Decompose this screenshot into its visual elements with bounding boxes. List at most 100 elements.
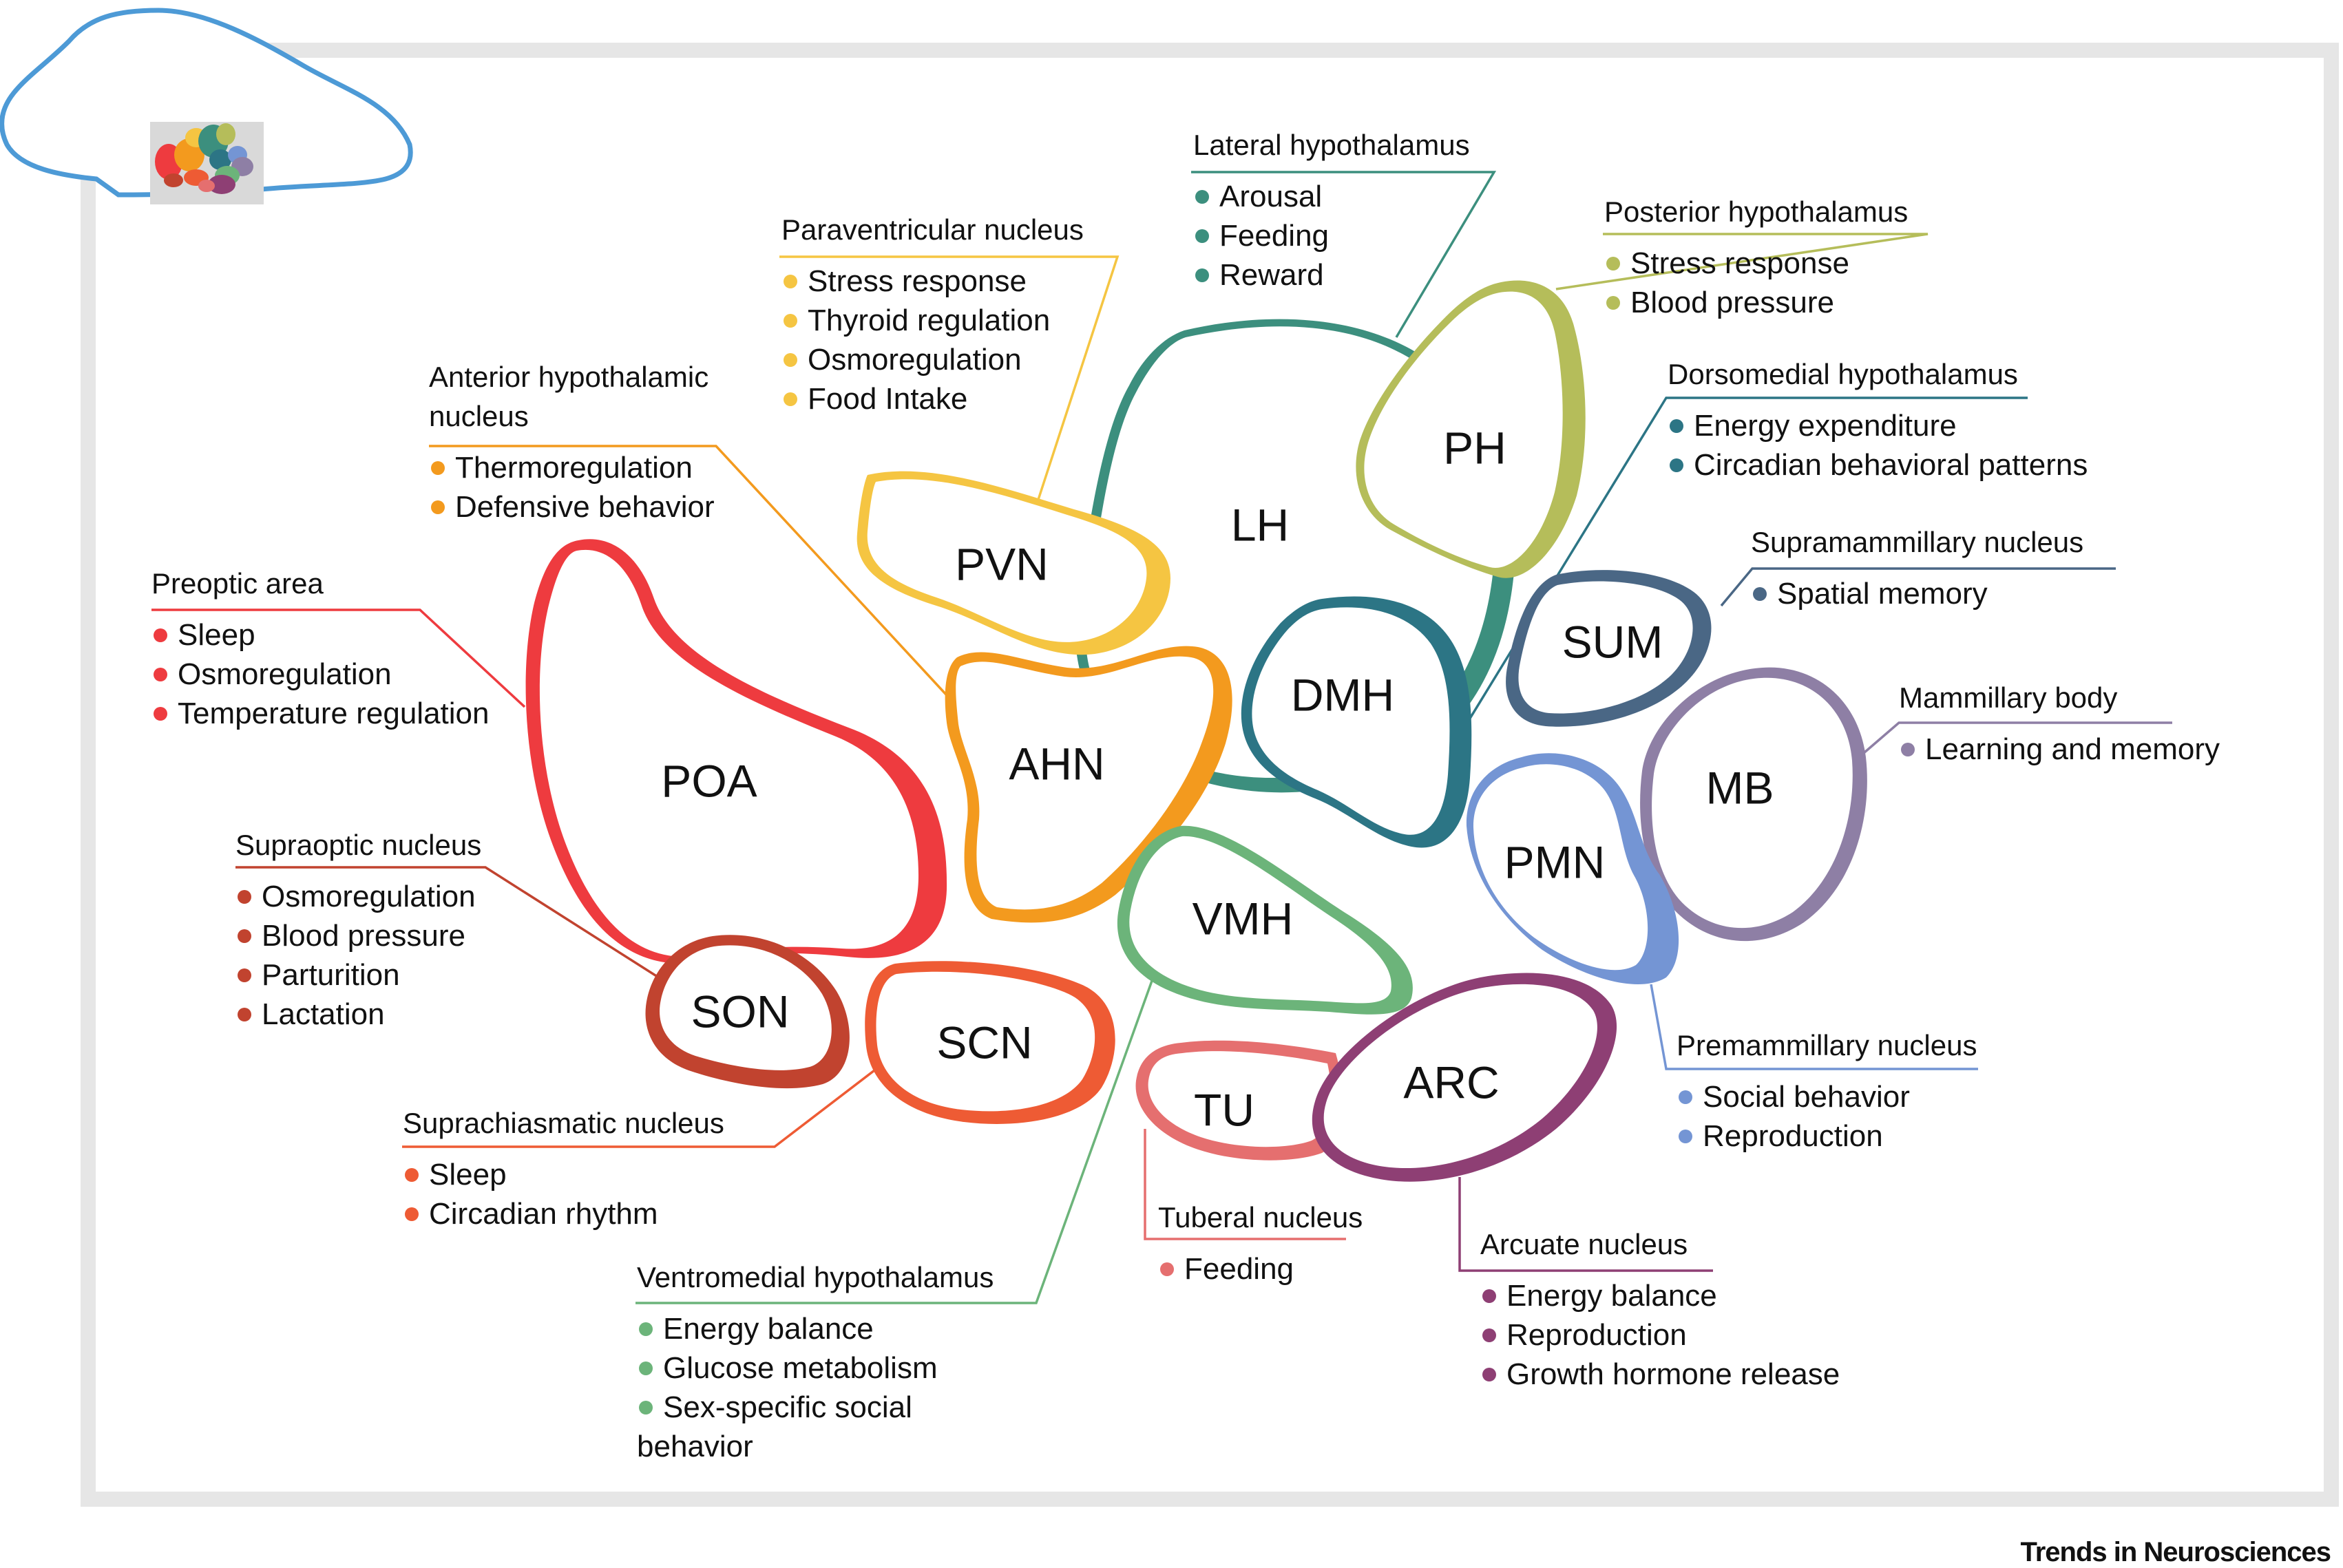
annotation-item-poa: Sleep [178, 618, 255, 652]
leader-line-vmh [635, 963, 1159, 1304]
annotation-title-pvn: Paraventricular nucleus [781, 213, 1084, 246]
annotation-title-vmh: Ventromedial hypothalamus [637, 1261, 994, 1293]
leader-line-poa [151, 608, 526, 708]
nuclei [525, 280, 1867, 1182]
label-ph: PH [1443, 422, 1506, 473]
label-vmh: VMH [1192, 893, 1294, 944]
annotation-title-ahn: nucleus [429, 400, 529, 432]
label-scn: SCN [936, 1017, 1032, 1068]
annotation-item-lh: Reward [1219, 258, 1324, 292]
annotation-title-ph: Posterior hypothalamus [1604, 195, 1908, 228]
leader-line-pvn [779, 255, 1120, 507]
bullet-dot-icon [1160, 1262, 1174, 1276]
annotation-item-vmh: Energy balance [663, 1312, 874, 1346]
label-poa: POA [661, 755, 757, 806]
bullet-dot-icon [1753, 587, 1767, 601]
annotation-item-son: Osmoregulation [262, 880, 476, 913]
annotation-item-arc: Reproduction [1506, 1318, 1687, 1352]
annotation-item-tu: Feeding [1184, 1252, 1294, 1286]
annotation-item-ph: Blood pressure [1630, 286, 1834, 319]
annotation-item-lh: Arousal [1219, 180, 1322, 213]
journal-credit: Trends in Neurosciences [2020, 1537, 2331, 1567]
nucleus-ph [1356, 280, 1586, 578]
bullet-dot-icon [1195, 229, 1209, 243]
label-dmh: DMH [1291, 669, 1394, 720]
annotation-title-son: Supraoptic nucleus [235, 829, 481, 861]
annotation-title-scn: Suprachiasmatic nucleus [403, 1107, 724, 1139]
label-mb: MB [1706, 762, 1774, 813]
bullet-dot-icon [1482, 1328, 1496, 1342]
nucleus-pvn [857, 471, 1170, 655]
leader-line-tu [1144, 1129, 1346, 1240]
annotation-title-lh: Lateral hypothalamus [1193, 129, 1470, 161]
bullet-dot-icon [238, 890, 251, 904]
annotations: Preoptic areaSleepOsmoregulationTemperat… [151, 129, 2220, 1463]
annotation-title-poa: Preoptic area [151, 567, 324, 600]
leader-line-son [235, 866, 681, 993]
bullet-dot-icon [154, 668, 167, 681]
leader-line-mb [1858, 721, 2172, 759]
annotation-item-pmn: Social behavior [1703, 1080, 1910, 1114]
annotation-item-ahn: Thermoregulation [455, 451, 693, 485]
annotation-item-arc: Energy balance [1506, 1279, 1717, 1313]
annotation-title-ahn: Anterior hypothalamic [429, 361, 708, 393]
annotation-item-son: Lactation [262, 997, 385, 1031]
annotation-item-vmh: Glucose metabolism [663, 1351, 938, 1385]
label-son: SON [691, 986, 789, 1037]
bullet-dot-icon [1901, 743, 1915, 756]
nucleus-dmh [1241, 596, 1472, 848]
annotation-item-pvn: Osmoregulation [808, 343, 1022, 377]
leader-line-arc [1458, 1177, 1713, 1272]
annotation-item-pvn: Stress response [808, 264, 1027, 298]
label-lh: LH [1231, 499, 1289, 550]
nucleus-arc [1312, 973, 1617, 1182]
annotation-item-arc: Growth hormone release [1506, 1357, 1840, 1391]
annotation-title-mb: Mammillary body [1899, 681, 2117, 714]
nucleus-vmh [1117, 825, 1413, 1015]
bullet-dot-icon [639, 1322, 653, 1336]
leader-line-lh [1191, 171, 1497, 338]
nucleus-ahn [945, 646, 1232, 923]
nucleus-pmn [1466, 753, 1679, 985]
bullet-dot-icon [639, 1401, 653, 1415]
nucleus-scn [865, 961, 1115, 1124]
bullet-dot-icon [1606, 296, 1620, 310]
bullet-dot-icon [784, 314, 797, 328]
mouse-brain-outline-icon [0, 8, 413, 204]
bullet-dot-icon [154, 707, 167, 721]
annotation-item-dmh: Energy expenditure [1694, 409, 1957, 443]
bullet-dot-icon [1670, 458, 1683, 472]
annotation-item-scn: Sleep [429, 1158, 507, 1191]
nucleus-poa [525, 539, 947, 964]
annotation-item-son: Blood pressure [262, 919, 465, 953]
leader-line-scn [402, 1069, 876, 1148]
bullet-dot-icon [1679, 1090, 1692, 1104]
bullet-dot-icon [431, 500, 445, 514]
bullet-dot-icon [639, 1362, 653, 1375]
annotation-item-pmn: Reproduction [1703, 1119, 1883, 1153]
annotation-item-vmh: behavior [637, 1430, 753, 1463]
annotation-title-arc: Arcuate nucleus [1480, 1228, 1688, 1260]
label-arc: ARC [1403, 1057, 1499, 1108]
leader-lines [151, 171, 2172, 1304]
annotation-item-sum: Spatial memory [1777, 577, 1988, 611]
label-pmn: PMN [1504, 836, 1606, 887]
leader-line-sum [1720, 567, 2116, 607]
bullet-dot-icon [238, 929, 251, 943]
label-ahn: AHN [1009, 738, 1104, 789]
bullet-dot-icon [1482, 1368, 1496, 1381]
annotation-item-son: Parturition [262, 958, 400, 992]
annotation-ahn: Anterior hypothalamic nucleusThermoregula… [429, 361, 715, 524]
bullet-dot-icon [784, 392, 797, 406]
bullet-dot-icon [238, 1008, 251, 1021]
